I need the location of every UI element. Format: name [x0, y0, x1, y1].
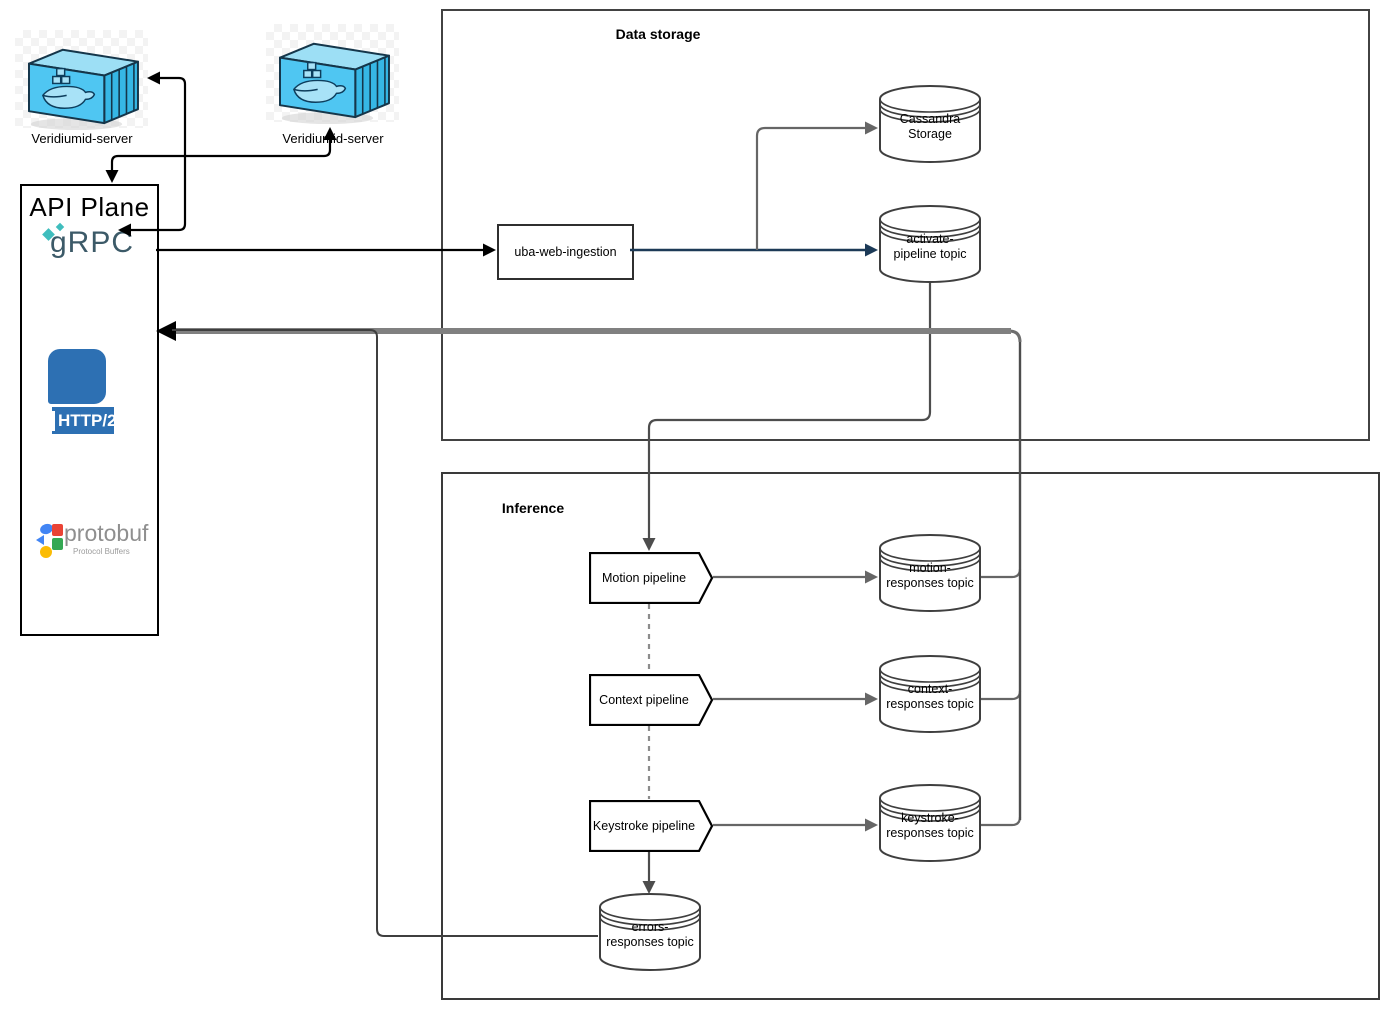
group-inference-title: Inference — [501, 500, 565, 516]
database-cylinder-icon — [879, 85, 981, 163]
node-motion-pipeline: Motion pipeline — [589, 552, 714, 604]
http2-logo: HTTP/2 — [52, 407, 117, 434]
database-cylinder-icon — [879, 784, 981, 862]
errors-topic-label: errors-responses topic — [606, 920, 694, 949]
protobuf-sublabel: Protocol Buffers — [73, 547, 130, 556]
protobuf-red-shape — [52, 524, 63, 536]
activate-topic-label: activate-pipeline topic — [893, 232, 967, 261]
http2-label: HTTP/2 — [52, 410, 117, 431]
grpc-logo: gRPC — [38, 222, 133, 274]
cassandra-label: Cassandra Storage — [899, 112, 961, 141]
motion-topic-label: motion-responses topic — [886, 561, 974, 590]
node-context-pipeline: Context pipeline — [589, 674, 714, 726]
group-data-storage-title: Data storage — [615, 26, 701, 42]
database-cylinder-icon — [599, 893, 701, 971]
context-topic-label: context-responses topic — [886, 682, 974, 711]
store-errors-responses-topic: errors-responses topic — [599, 893, 701, 971]
api-plane-title: API Plane — [29, 192, 150, 222]
uba-label: uba-web-ingestion — [514, 245, 617, 259]
server-right-label: Veridiumid-server — [282, 131, 384, 146]
node-keystroke-pipeline: Keystroke pipeline — [589, 800, 714, 852]
store-context-responses-topic: context-responses topic — [879, 655, 981, 733]
protobuf-triangle-shape — [36, 535, 44, 545]
store-cassandra: Cassandra Storage — [879, 85, 981, 163]
motion-pipeline-label: Motion pipeline — [601, 571, 687, 585]
node-uba-web-ingestion: uba-web-ingestion — [497, 224, 634, 280]
protobuf-green-shape — [52, 538, 63, 550]
http2-badge-icon — [48, 349, 106, 404]
database-cylinder-icon — [879, 534, 981, 612]
database-cylinder-icon — [879, 655, 981, 733]
server-left-label: Veridiumid-server — [31, 131, 133, 146]
protobuf-yellow-shape — [40, 546, 52, 558]
database-cylinder-icon — [879, 205, 981, 283]
grpc-label: gRPC — [50, 226, 135, 259]
keystroke-topic-label: keystroke-responses topic — [886, 811, 974, 840]
context-pipeline-label: Context pipeline — [599, 693, 689, 707]
keystroke-pipeline-label: Keystroke pipeline — [592, 819, 696, 833]
protobuf-label: protobuf — [64, 520, 149, 546]
docker-container-icon — [15, 26, 148, 133]
store-activate-pipeline-topic: activate-pipeline topic — [879, 205, 981, 283]
store-motion-responses-topic: motion-responses topic — [879, 534, 981, 612]
docker-container-icon — [266, 20, 399, 127]
protobuf-shapes-icon — [36, 522, 63, 562]
store-keystroke-responses-topic: keystroke-responses topic — [879, 784, 981, 862]
